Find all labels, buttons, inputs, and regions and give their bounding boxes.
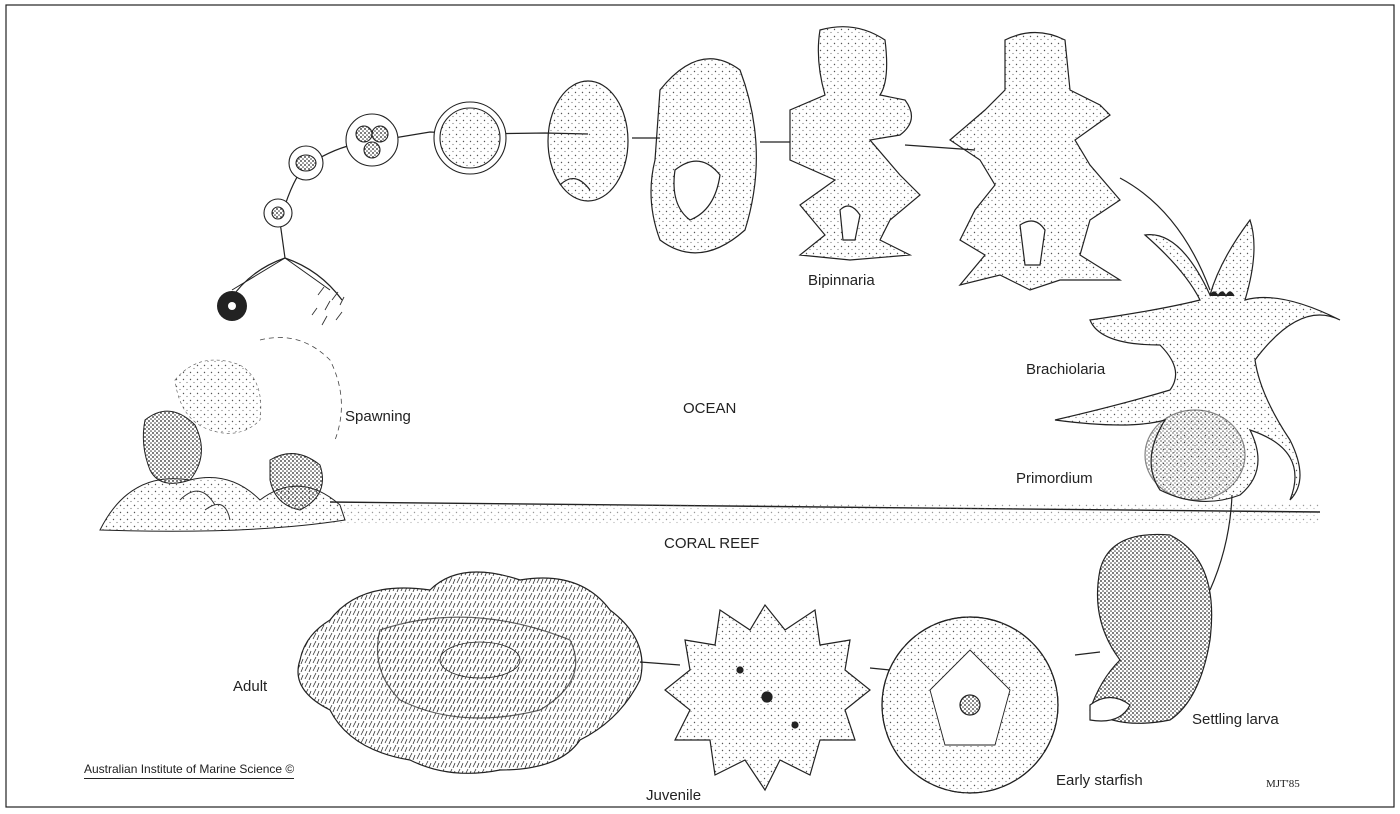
label-spawning: Spawning [345, 408, 411, 425]
cleavage-stages [264, 102, 506, 227]
label-bipinnaria: Bipinnaria [808, 272, 875, 289]
label-juvenile: Juvenile [646, 787, 701, 804]
early-larvae [548, 59, 756, 253]
late-bipinnaria-larva [950, 33, 1120, 291]
seabed-sand [330, 503, 1320, 525]
settling-larva [1090, 534, 1212, 723]
juvenile-starfish [665, 605, 870, 790]
label-early-starfish: Early starfish [1056, 772, 1143, 789]
artist-signature: MJT'85 [1266, 778, 1300, 790]
label-settling-larva: Settling larva [1192, 711, 1279, 728]
label-brachiolaria: Brachiolaria [1026, 361, 1105, 378]
bipinnaria-larva [790, 27, 920, 260]
label-coral-reef: CORAL REEF [664, 535, 759, 552]
label-adult: Adult [233, 678, 267, 695]
sperm-cloud [312, 287, 344, 325]
label-ocean: OCEAN [683, 400, 736, 417]
adult-starfish [298, 572, 642, 773]
copyright-credit: Australian Institute of Marine Science © [84, 762, 294, 779]
early-starfish-figure [882, 617, 1058, 793]
spawning-starfish [100, 338, 345, 532]
label-primordium: Primordium [1016, 470, 1093, 487]
